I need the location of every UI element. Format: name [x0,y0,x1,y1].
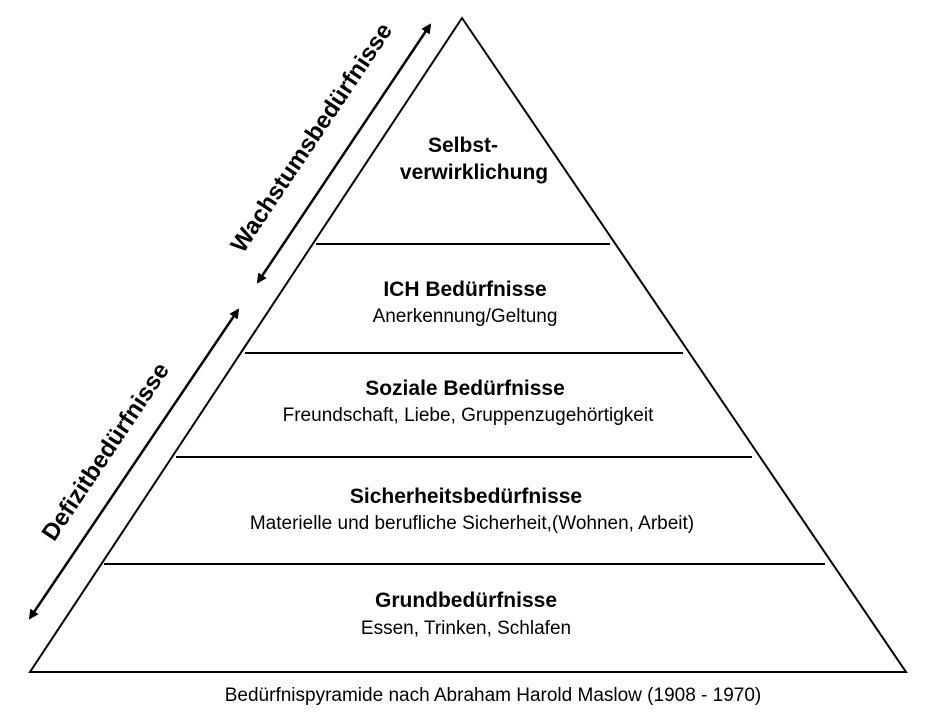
level-title: Sicherheitsbedürfnisse [350,485,582,508]
pyramid-level-physiological: Grundbedürfnisse Essen, Trinken, Schlafe… [361,589,571,639]
pyramid-level-social: Soziale Bedürfnisse Freundschaft, Liebe,… [283,377,654,426]
level-title: Grundbedürfnisse [375,589,557,612]
pyramid-level-safety: Sicherheitsbedürfnisse Materielle und be… [250,485,694,534]
pyramid-level-self-actualization: Selbst- verwirklichung [400,134,548,184]
growth-needs-arrow [256,23,432,284]
level-subtitle: Anerkennung/Geltung [373,306,558,327]
level-title: Soziale Bedürfnisse [365,377,565,400]
level-title-continued: verwirklichung [400,161,548,184]
pyramid-level-esteem: ICH Bedürfnisse Anerkennung/Geltung [373,278,558,327]
level-subtitle: Materielle und berufliche Sicherheit,(Wo… [250,513,694,534]
level-title: Selbst- [428,134,498,157]
level-title: ICH Bedürfnisse [383,278,546,301]
diagram-caption: Bedürfnispyramide nach Abraham Harold Ma… [225,685,762,706]
pyramid-outline [28,16,908,673]
level-subtitle: Freundschaft, Liebe, Gruppenzugehörtigke… [283,405,654,426]
deficit-needs-arrow [28,308,240,620]
level-subtitle: Essen, Trinken, Schlafen [361,618,571,639]
